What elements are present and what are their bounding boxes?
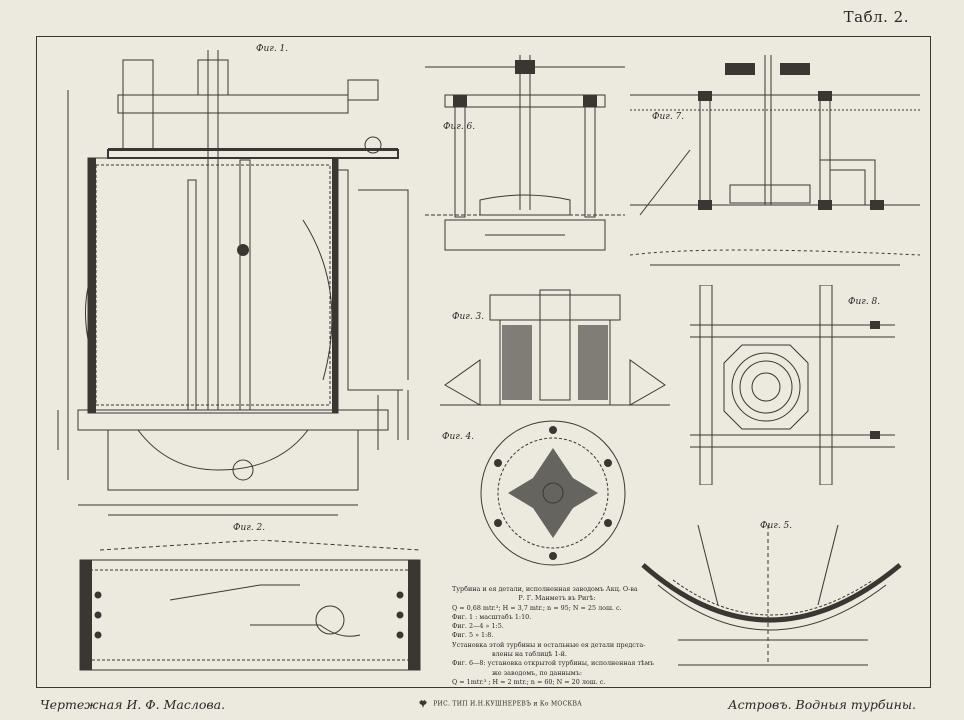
fig2-drawing <box>60 540 440 680</box>
fig4-drawing <box>478 418 628 568</box>
turbine-caption: Турбина и ея детали, исполненная заводом… <box>452 585 662 687</box>
caption-line: Фиг. 6—8: установка открытой турбины, ис… <box>452 659 654 668</box>
fig3-label: Фиг. 3. <box>452 312 485 322</box>
fig6-drawing <box>425 55 625 255</box>
fig4-label: Фиг. 4. <box>442 432 475 442</box>
caption-line: Турбина и ея детали, исполненная заводом… <box>452 585 638 593</box>
caption-line: Установка этой турбины и остальные ея де… <box>452 640 646 649</box>
fig1-label: Фиг. 1. <box>256 44 289 54</box>
drafting-office-credit: Чертежная И. Ф. Маслова. <box>40 697 226 712</box>
fig6-label: Фиг. 6. <box>443 122 476 132</box>
caption-line: Р. Г. Манметъ въ Ригѣ: <box>518 594 596 603</box>
fig7-drawing <box>630 55 920 275</box>
plate-title: Табл. 2. <box>843 8 909 26</box>
double-headed-eagle-icon <box>419 700 427 708</box>
fig5-drawing <box>638 525 908 675</box>
fig2-label: Фиг. 2. <box>233 523 266 533</box>
fig8-label: Фиг. 8. <box>848 297 881 307</box>
caption-line: же заводомъ, по даннымъ: <box>492 668 582 677</box>
printer-credit: РИС. ТИП И.Н.КУШНЕРЕВЪ и Ко МОСКВА <box>418 699 582 709</box>
caption-line: Q = 0,68 mtr.³; H = 3,7 mtr.; n = 95; N … <box>452 603 622 612</box>
book-title-credit: Астровъ. Водныя турбины. <box>728 697 916 712</box>
fig8-drawing <box>690 285 895 485</box>
drawing-frame <box>36 36 931 688</box>
printer-credit-text: РИС. ТИП И.Н.КУШНЕРЕВЪ и Ко МОСКВА <box>433 700 583 708</box>
fig3-drawing <box>440 285 670 415</box>
caption-line: Фиг. 5 » 1:8. <box>452 631 494 640</box>
fig5-label: Фиг. 5. <box>760 521 793 531</box>
caption-line: влены на таблицѣ 1-й. <box>492 649 567 658</box>
fig7-label: Фиг. 7. <box>652 112 685 122</box>
caption-line: Q = 1mtr.³ ; H = 2 mtr.; n = 60; N = 20 … <box>452 677 606 686</box>
caption-line: Фиг. 1 : масштабъ 1:10. <box>452 612 532 621</box>
fig1-drawing <box>48 50 428 520</box>
caption-line: Фиг. 2—4 » 1:5. <box>452 622 504 631</box>
